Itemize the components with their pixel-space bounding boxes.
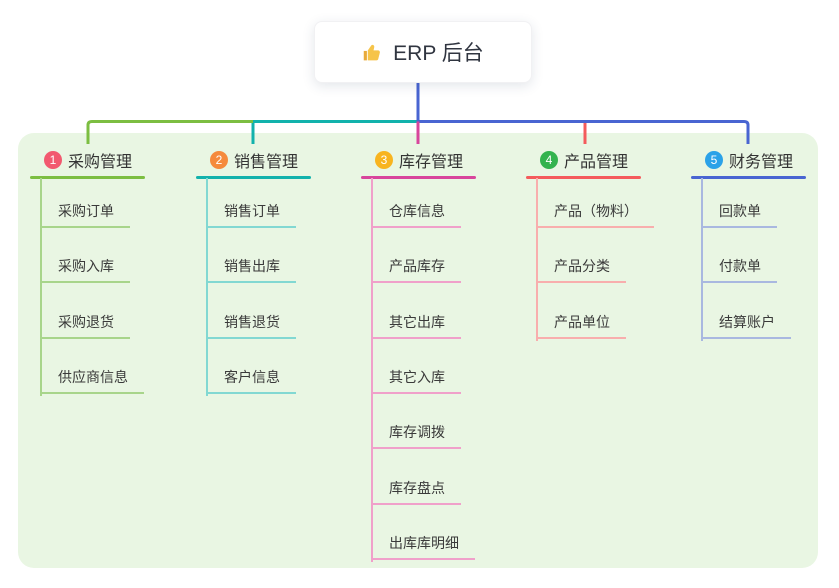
child-node[interactable]: 产品库存 <box>371 258 461 283</box>
branch-header[interactable]: 4 产品管理 <box>526 145 656 175</box>
child-node[interactable]: 回款单 <box>701 203 777 228</box>
branch-child-connector <box>206 178 208 396</box>
branch-header[interactable]: 3 库存管理 <box>361 145 491 175</box>
child-node[interactable]: 产品（物料） <box>536 203 654 228</box>
branch-label: 财务管理 <box>729 154 794 171</box>
child-node[interactable]: 采购退货 <box>40 314 130 339</box>
child-node[interactable]: 销售退货 <box>206 314 296 339</box>
child-node[interactable]: 库存调拨 <box>371 424 461 449</box>
child-node[interactable]: 产品单位 <box>536 314 626 339</box>
branch-child-connector <box>40 178 42 396</box>
branch-header[interactable]: 5 财务管理 <box>691 145 821 175</box>
child-node[interactable]: 供应商信息 <box>40 369 144 394</box>
branch-underline <box>30 176 145 179</box>
root-node-erp[interactable]: ERP 后台 <box>314 21 532 83</box>
child-node[interactable]: 产品分类 <box>536 258 626 283</box>
branch-header[interactable]: 2 销售管理 <box>196 145 326 175</box>
thumbs-up-icon <box>362 42 383 63</box>
badge-number-5: 5 <box>705 151 723 169</box>
branch-purchase-management: 1 采购管理 采购订单采购入库采购退货供应商信息 <box>30 145 160 396</box>
badge-number-1: 1 <box>44 151 62 169</box>
badge-number-4: 4 <box>540 151 558 169</box>
child-node[interactable]: 库存盘点 <box>371 480 461 505</box>
branch-child-connector <box>701 178 703 341</box>
branch-finance-management: 5 财务管理 回款单付款单结算账户 <box>691 145 821 341</box>
child-node[interactable]: 客户信息 <box>206 369 296 394</box>
branch-underline <box>691 176 806 179</box>
child-node[interactable]: 销售出库 <box>206 258 296 283</box>
child-node[interactable]: 采购订单 <box>40 203 130 228</box>
mindmap-canvas-background <box>18 133 818 568</box>
child-node[interactable]: 出库库明细 <box>371 535 475 560</box>
child-node[interactable]: 销售订单 <box>206 203 296 228</box>
branch-underline <box>526 176 641 179</box>
child-node[interactable]: 其它出库 <box>371 314 461 339</box>
branch-label: 库存管理 <box>399 154 464 171</box>
badge-number-3: 3 <box>375 151 393 169</box>
branch-product-management: 4 产品管理 产品（物料） 产品分类产品单位 <box>526 145 656 341</box>
branch-label: 产品管理 <box>564 154 629 171</box>
branch-underline <box>361 176 476 179</box>
badge-number-2: 2 <box>210 151 228 169</box>
child-node[interactable]: 其它入库 <box>371 369 461 394</box>
branch-underline <box>196 176 311 179</box>
branch-child-connector <box>536 178 538 341</box>
branch-label: 销售管理 <box>234 154 299 171</box>
branch-header[interactable]: 1 采购管理 <box>30 145 160 175</box>
branch-label: 采购管理 <box>68 154 133 171</box>
branch-sales-management: 2 销售管理 销售订单销售出库销售退货客户信息 <box>196 145 326 396</box>
child-node[interactable]: 采购入库 <box>40 258 130 283</box>
branch-inventory-management: 3 库存管理 仓库信息产品库存其它出库其它入库库存调拨库存盘点出库库明细 <box>361 145 491 562</box>
child-node[interactable]: 仓库信息 <box>371 203 461 228</box>
root-node-label: ERP 后台 <box>393 42 484 65</box>
child-node[interactable]: 结算账户 <box>701 314 791 339</box>
child-node[interactable]: 付款单 <box>701 258 777 283</box>
branch-child-connector <box>371 178 373 562</box>
